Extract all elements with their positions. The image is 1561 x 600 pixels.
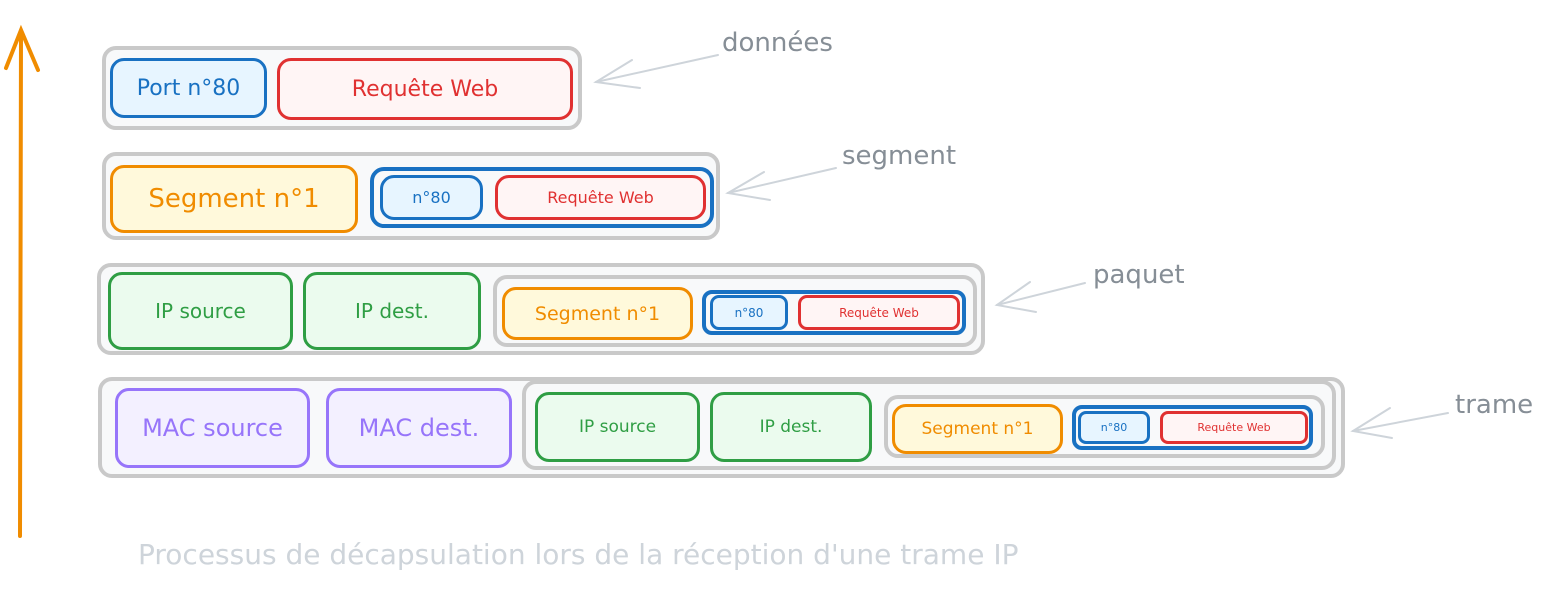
vertical-arrow (4, 24, 40, 538)
arrow-donnees (593, 54, 719, 89)
ip-source-text: IP source (155, 299, 246, 323)
segment-header-box: Segment n°1 (110, 165, 358, 233)
ip-source-text: IP source (578, 417, 657, 437)
mac-source-text: MAC source (142, 414, 283, 442)
ip-dest-text: IP dest. (759, 417, 823, 437)
request-text: Requête Web (1197, 421, 1271, 434)
request-box: Requête Web (277, 58, 573, 120)
segment-text: Segment n°1 (148, 184, 320, 214)
ip-dest-box: IP dest. (710, 392, 872, 462)
segment-text: Segment n°1 (921, 419, 1034, 439)
segment-header-box: Segment n°1 (892, 404, 1063, 454)
request-box: Requête Web (1160, 411, 1308, 444)
port-box: n°80 (710, 295, 788, 330)
mac-source-box: MAC source (115, 388, 310, 468)
ip-source-box: IP source (535, 392, 700, 462)
ip-dest-text: IP dest. (355, 299, 429, 323)
port-text: n°80 (1100, 421, 1128, 434)
label-donnees: données (722, 28, 833, 58)
port-text: Port n°80 (136, 75, 241, 101)
port-text: n°80 (734, 305, 764, 320)
segment-header-box: Segment n°1 (502, 287, 693, 340)
request-text: Requête Web (839, 305, 919, 320)
label-segment: segment (842, 141, 957, 171)
port-box: n°80 (1078, 411, 1150, 444)
caption: Processus de décapsulation lors de la ré… (138, 538, 1019, 571)
port-box: Port n°80 (110, 58, 267, 118)
segment-text: Segment n°1 (534, 302, 661, 325)
arrow-trame (1350, 407, 1449, 439)
mac-dest-text: MAC dest. (358, 414, 480, 442)
mac-dest-box: MAC dest. (326, 388, 512, 468)
arrow-segment (725, 167, 837, 201)
ip-dest-box: IP dest. (303, 272, 481, 350)
label-trame: trame (1455, 390, 1534, 420)
request-box: Requête Web (495, 175, 706, 220)
ip-source-box: IP source (108, 272, 293, 350)
port-box: n°80 (380, 175, 483, 220)
request-text: Requête Web (547, 188, 654, 207)
arrow-paquet (994, 281, 1086, 313)
label-paquet: paquet (1093, 260, 1185, 290)
request-text: Requête Web (351, 76, 499, 102)
request-box: Requête Web (798, 295, 960, 330)
port-text: n°80 (412, 188, 451, 207)
